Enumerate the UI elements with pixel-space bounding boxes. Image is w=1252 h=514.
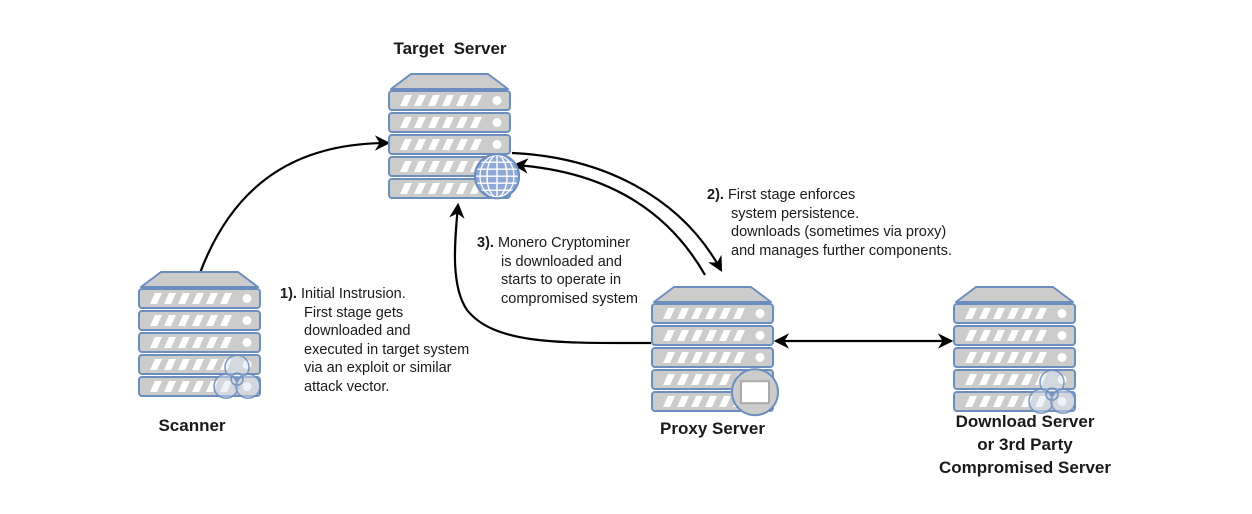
server-unit xyxy=(388,134,511,155)
proxy-server-label: Proxy Server xyxy=(660,419,765,438)
server-unit xyxy=(138,332,261,353)
download-server-label-line-3: Compromised Server xyxy=(939,458,1111,477)
server-top-cover xyxy=(955,286,1074,303)
step-3-number: 3). xyxy=(477,235,494,251)
arrow-proxy-to-target xyxy=(512,158,706,276)
step-2-line-1: First stage enforces xyxy=(727,187,856,203)
server-top-cover xyxy=(140,271,259,288)
step-1-line-2: First stage gets xyxy=(304,304,404,321)
server-unit xyxy=(138,310,261,331)
step-3-line-1: Monero Cryptominer xyxy=(497,235,631,251)
server-top-cover xyxy=(390,73,509,90)
server-top-cover xyxy=(653,286,772,303)
server-unit xyxy=(953,347,1076,368)
download-server-icon xyxy=(953,286,1076,415)
download-server-label-line-2: or 3rd Party xyxy=(977,435,1073,454)
server-unit xyxy=(953,391,1076,412)
server-unit xyxy=(651,347,774,368)
server-unit xyxy=(651,325,774,346)
download-server-label: Download Server or 3rd Party Compromised… xyxy=(915,410,1135,479)
arrows xyxy=(198,135,954,349)
step-1-number: 1). xyxy=(280,286,297,302)
step-3-line-2: is downloaded and xyxy=(501,253,622,270)
arrow-scanner-to-target xyxy=(198,135,391,274)
step-2-note: 2). First stage enforces system persiste… xyxy=(707,186,952,260)
biohazard-icon xyxy=(213,354,261,400)
step-1-note: 1). Initial Instrusion. First stage gets… xyxy=(280,285,469,396)
server-unit xyxy=(953,303,1076,324)
step-2-line-2: system persistence. xyxy=(731,205,860,222)
server-unit xyxy=(388,112,511,133)
server-unit xyxy=(388,90,511,111)
server-unit xyxy=(138,376,261,397)
step-2-line-3: downloads (sometimes via proxy) xyxy=(731,224,947,240)
step-1-line-6: attack vector. xyxy=(304,378,390,395)
step-2-number: 2). xyxy=(707,187,724,203)
step-3-line-4: compromised system xyxy=(501,290,638,307)
step-1-line-3: downloaded and xyxy=(304,323,411,339)
step-3-note: 3). Monero Cryptominer is downloaded and… xyxy=(477,234,638,308)
server-unit xyxy=(138,288,261,309)
step-1-line-4: executed in target system xyxy=(304,341,470,358)
step-1-line-1: Initial Instrusion. xyxy=(300,286,406,302)
target-server-label: Target Server xyxy=(393,39,507,58)
download-server-label-line-1: Download Server xyxy=(955,412,1095,431)
step-3-line-3: starts to operate in xyxy=(501,272,622,288)
server-unit xyxy=(953,325,1076,346)
server-unit xyxy=(651,303,774,324)
monitor-icon xyxy=(731,368,779,417)
biohazard-icon xyxy=(1028,369,1076,415)
proxy-server-icon xyxy=(651,286,779,417)
scanner-label: Scanner xyxy=(158,416,226,435)
step-1-line-5: via an exploit or similar xyxy=(304,360,452,376)
globe-icon xyxy=(474,153,520,200)
arrow-target-to-proxy xyxy=(511,151,723,273)
arrow-proxy-to-target-curved xyxy=(449,202,652,345)
step-2-line-4: and manages further components. xyxy=(731,242,952,259)
scanner-server-icon xyxy=(138,271,261,400)
target-server-icon xyxy=(388,73,520,200)
